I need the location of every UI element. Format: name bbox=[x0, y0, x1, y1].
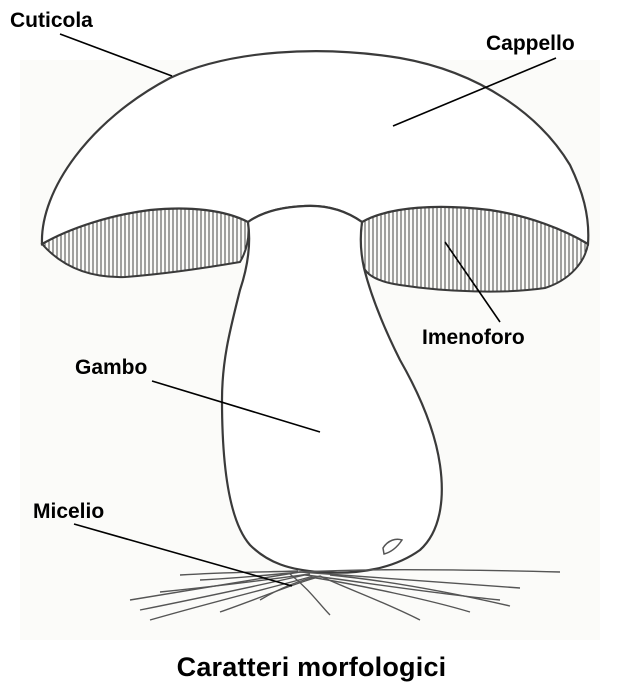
label-gambo: Gambo bbox=[75, 356, 147, 380]
diagram-caption: Caratteri morfologici bbox=[0, 652, 623, 683]
label-cuticola: Cuticola bbox=[10, 9, 93, 33]
label-cappello: Cappello bbox=[486, 32, 575, 56]
label-imenoforo: Imenoforo bbox=[422, 326, 525, 350]
label-micelio: Micelio bbox=[33, 500, 104, 524]
